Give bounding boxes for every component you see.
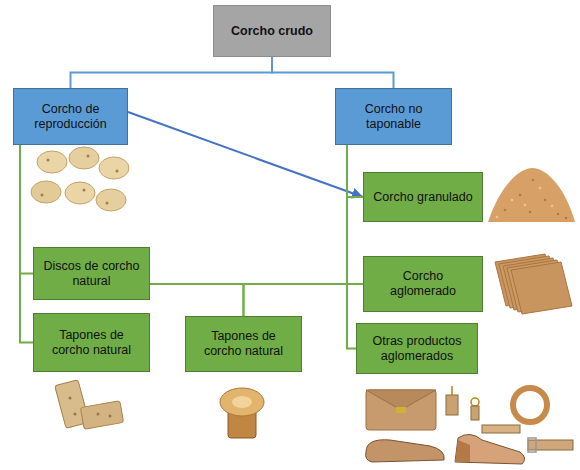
cork-shoe [366,440,445,462]
granule [511,199,514,202]
cork-disc [37,151,67,173]
granule [532,179,535,182]
product-box: Corcho granulado [363,172,483,222]
product-box: Tapones de corcho natural [185,316,302,372]
source-box: Corcho crudo [213,5,331,57]
cork-speckle [41,194,44,197]
bag-clasp [396,407,406,413]
cork-speckle [106,202,109,205]
sandal-wedge [455,440,470,462]
product-box: Corcho aglomerado [363,256,483,312]
cork-stoppers-picture [55,380,124,430]
granule [557,213,560,216]
earring-hook [471,398,479,406]
cork-earring [471,406,479,420]
granule [524,204,527,207]
node-label: Corcho de reproducción [19,102,122,132]
pendant-chain [451,386,453,395]
cork-disc [69,147,99,169]
cork-speckle [74,413,77,416]
granule [504,209,507,212]
cork-speckle [97,413,100,416]
granule [565,217,568,220]
connector-line [20,145,33,343]
product-box: Otras productos aglomerados [356,323,478,374]
cork-disc [31,181,61,203]
cork-disc [65,182,95,204]
cork-discs-picture [31,147,129,211]
cork-speckle [47,159,50,162]
product-box: Discos de corcho natural [33,247,150,300]
cork-strip [482,425,520,433]
champagne-cork-picture [220,388,264,438]
cork-sheets-picture [495,254,572,314]
granule [529,211,532,214]
granule [551,205,554,208]
granule [496,216,499,219]
cork-belt [528,440,573,450]
cork-sheet [511,262,572,314]
cork-products-picture [366,386,573,464]
connector-line [347,145,363,197]
connector-line [20,145,33,274]
granule-pile [488,168,575,222]
cork-stopper [80,401,123,430]
connector-arrow [128,112,363,197]
category-box: Corcho no taponable [335,88,452,145]
node-label: Corcho aglomerado [369,269,477,299]
cork-disc [99,157,129,179]
cork-pendant [446,395,458,415]
cork-speckle [116,170,119,173]
category-box: Corcho de reproducción [13,88,128,145]
cork-bag [366,390,436,430]
cork-speckle [87,155,90,158]
cork-disc [96,189,126,211]
node-label: Corcho crudo [231,24,313,39]
cork-top [232,396,252,408]
node-label: Tapones de corcho natural [191,329,296,359]
cork-bracelet [513,388,547,422]
product-box: Tapones de corcho natural [33,313,150,372]
cork-speckle [69,397,72,400]
cork-granules-picture [488,168,575,222]
connector-line [347,145,363,284]
connector-line [347,145,356,349]
cork-head [220,388,264,416]
cork-sandal [455,434,525,464]
belt-buckle [528,438,536,452]
connector-line [150,284,244,316]
node-label: Tapones de corcho natural [39,328,144,358]
connector-line [71,57,273,88]
connector-line [244,284,364,316]
granule [544,199,547,202]
node-label: Corcho no taponable [341,102,446,132]
node-label: Otras productos aglomerados [362,334,472,364]
node-label: Corcho granulado [373,190,472,205]
node-label: Discos de corcho natural [39,259,144,289]
cork-speckle [109,415,112,418]
connector-line [272,57,394,88]
cork-speckle [83,189,86,192]
granule [519,194,522,197]
granule [539,187,542,190]
